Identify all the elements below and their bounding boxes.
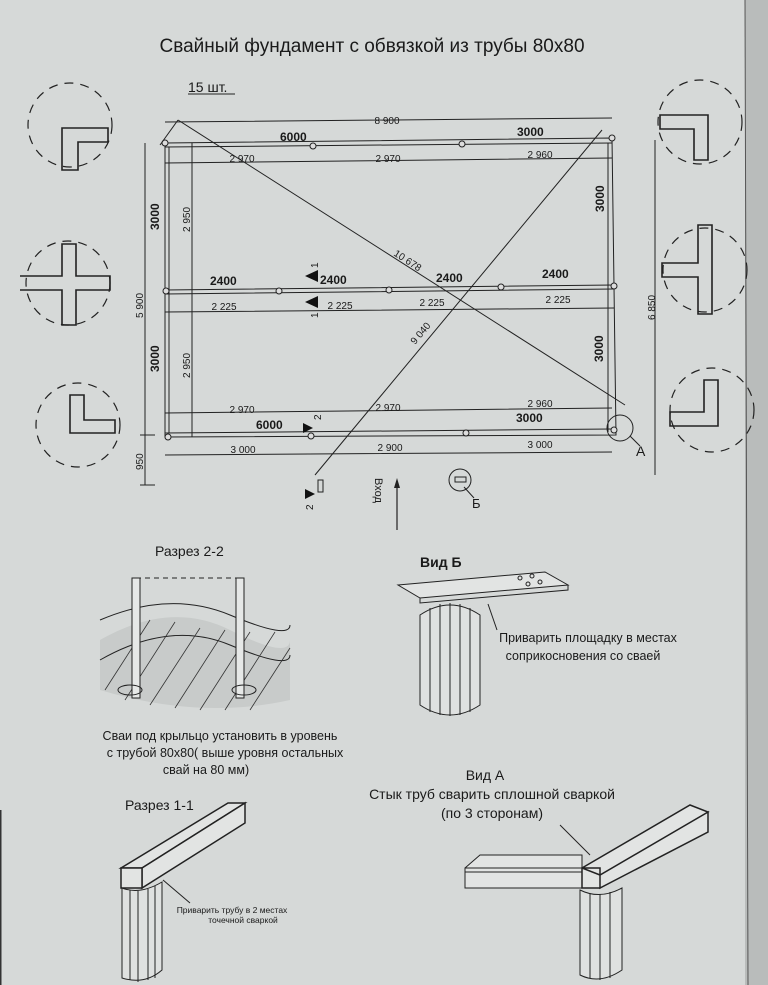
section-2-2-note-line-1: Сваи под крыльцо установить в уровень bbox=[103, 729, 338, 743]
page-edge bbox=[745, 0, 768, 985]
section-2-marker-bottom: 2 bbox=[305, 504, 316, 510]
spacing-top-2: 2 960 bbox=[527, 150, 552, 161]
beam-middle-3: 2400 bbox=[542, 267, 569, 281]
view-b-note-line-2: соприкосновения со сваей bbox=[506, 649, 661, 663]
section-2-2-drawing bbox=[99, 577, 291, 711]
overall-bottom-1: 2 900 bbox=[377, 443, 402, 454]
view-a-note-line-2: (по 3 сторонам) bbox=[441, 805, 543, 821]
spacing-bottom-2: 2 960 bbox=[527, 399, 552, 410]
side-left-1: 3000 bbox=[148, 345, 162, 372]
page-edge-line bbox=[744, 0, 749, 985]
callout-a: А bbox=[636, 443, 646, 459]
overall-bottom-2: 3 000 bbox=[527, 440, 552, 451]
view-b-note-line-1: Приварить площадку в местах bbox=[499, 631, 677, 645]
drawing-title: Свайный фундамент с обвязкой из трубы 80… bbox=[159, 36, 584, 57]
beam-middle-2: 2400 bbox=[436, 271, 463, 285]
section-1-1-title: Разрез 1-1 bbox=[125, 797, 194, 813]
section-2-2-note-line-2: с трубой 80х80( выше уровня остальных bbox=[107, 746, 344, 760]
section-2-2-note-line-3: свай на 80 мм) bbox=[163, 763, 249, 777]
beam-bottom-1: 3000 bbox=[516, 411, 543, 425]
dim-overall-left: 5 900 bbox=[135, 293, 146, 318]
beam-bottom-0: 6000 bbox=[256, 418, 283, 432]
spacing-middle-1: 2 225 bbox=[327, 301, 352, 312]
section-1-1-drawing bbox=[118, 801, 248, 982]
side-left-0: 3000 bbox=[148, 203, 162, 230]
spacing-bottom-1: 2 970 bbox=[375, 403, 400, 414]
entrance-label: Вход bbox=[372, 478, 384, 503]
spacing-middle-3: 2 225 bbox=[545, 295, 570, 306]
inner-left-0: 2 950 bbox=[182, 207, 193, 232]
section-1-1-note-line-1: Приварить трубу в 2 местах bbox=[177, 905, 288, 915]
view-a-drawing bbox=[464, 804, 710, 980]
tee-detail-left bbox=[20, 240, 111, 326]
section-1-marker-top: 1 bbox=[310, 262, 321, 268]
corner-detail-left-top bbox=[27, 82, 113, 171]
overall-bottom-0: 3 000 bbox=[230, 445, 255, 456]
dim-overall-top: 8 900 bbox=[374, 116, 399, 127]
view-b-drawing bbox=[396, 571, 570, 716]
inner-left-1: 2 950 bbox=[182, 353, 193, 378]
spacing-middle-0: 2 225 bbox=[211, 302, 236, 313]
foundation-plan bbox=[140, 93, 656, 530]
corner-detail-right-top bbox=[657, 79, 743, 165]
spacing-top-0: 2 970 bbox=[229, 154, 254, 165]
spacing-top-1: 2 970 bbox=[375, 154, 400, 165]
section-2-marker-top: 2 bbox=[313, 414, 324, 420]
dim-porch-left: 950 bbox=[135, 453, 146, 470]
view-b-title: Вид Б bbox=[420, 554, 462, 570]
diagonal-2-length: 9 040 bbox=[409, 320, 434, 347]
spacing-bottom-0: 2 970 bbox=[229, 405, 254, 416]
section-1-marker-bottom: 1 bbox=[310, 312, 321, 318]
corner-detail-right-bottom bbox=[669, 367, 755, 453]
corner-detail-left-bottom bbox=[35, 382, 121, 468]
side-right-1: 3000 bbox=[592, 335, 606, 362]
beam-middle-0: 2400 bbox=[210, 274, 237, 288]
dim-overall-right: 6 850 bbox=[647, 295, 658, 320]
tee-detail-right bbox=[661, 224, 748, 315]
diagonal-1-length: 10 678 bbox=[391, 248, 423, 274]
spacing-middle-2: 2 225 bbox=[419, 298, 444, 309]
beam-middle-1: 2400 bbox=[320, 273, 347, 287]
side-right-0: 3000 bbox=[593, 185, 607, 212]
view-a-title: Вид А bbox=[466, 767, 505, 783]
section-1-1-note-line-2: точечной сваркой bbox=[208, 915, 278, 925]
callout-b: Б bbox=[472, 496, 481, 511]
beam-top-0: 6000 bbox=[280, 130, 307, 144]
section-2-2-title: Разрез 2-2 bbox=[155, 543, 224, 559]
beam-top-1: 3000 bbox=[517, 125, 544, 139]
view-a-note-line-1: Стык труб сварить сплошной сваркой bbox=[369, 786, 615, 802]
pile-count: 15 шт. bbox=[188, 79, 227, 95]
